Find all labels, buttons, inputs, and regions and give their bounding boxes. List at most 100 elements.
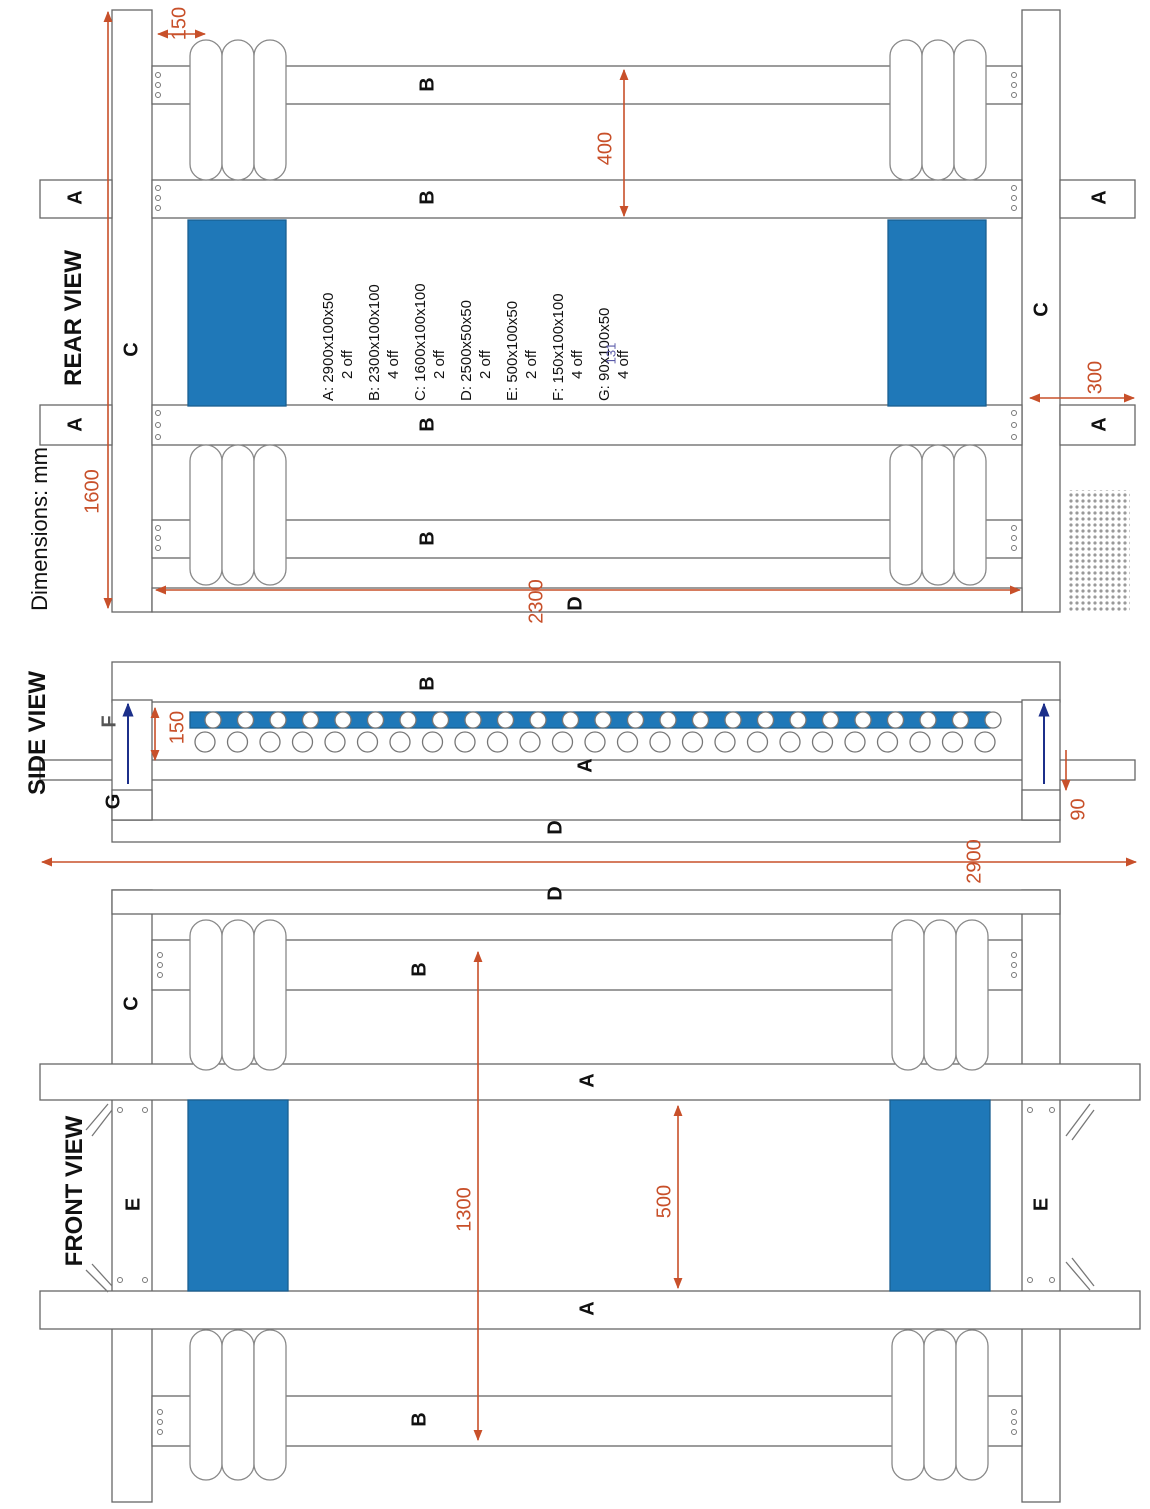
side-roller-lower	[226, 731, 249, 753]
front-view	[39, 889, 1141, 1503]
side-roller-lower	[714, 731, 736, 753]
part-name: D: 2500x50x50	[458, 300, 475, 401]
side-roller-lower	[259, 731, 281, 753]
side-roller-upper	[204, 711, 222, 729]
part-name: C: 1600x100x100	[412, 283, 429, 401]
front-braces	[85, 1103, 1095, 1293]
side-roller-upper	[334, 711, 352, 729]
rear-view-title: REAR VIEW	[60, 250, 87, 387]
side-roller-lower	[746, 731, 769, 753]
side-roller-lower	[616, 731, 639, 753]
front-beam-c-right	[1021, 889, 1061, 1503]
front-rollers	[189, 919, 989, 1481]
side-roller-upper	[951, 711, 970, 729]
rear-beam-b-3	[151, 404, 1023, 446]
dim-90: 90	[1067, 798, 1090, 821]
side-roller-lower	[486, 731, 509, 753]
side-roller-upper	[269, 711, 287, 729]
rear-rollers	[189, 39, 987, 586]
dim-1600: 1600	[81, 469, 104, 514]
side-roller-lower	[681, 731, 704, 753]
dim-2900: 2900	[963, 839, 986, 884]
rear-cushion-left	[187, 219, 287, 407]
front-label-a-2: A	[576, 1301, 599, 1316]
side-beam-a	[39, 759, 1136, 781]
front-label-d: D	[544, 886, 567, 901]
side-roller-lower	[194, 731, 216, 753]
part-name: B: 2300x100x100	[366, 284, 383, 401]
front-label-a-1: A	[576, 1073, 599, 1088]
rear-label-a-2: A	[64, 417, 87, 432]
part-quantity: 4 off	[569, 350, 586, 379]
side-roller-lower	[584, 731, 606, 753]
front-label-e-left: E	[122, 1197, 145, 1212]
side-block-g-right	[1021, 789, 1061, 821]
side-roller-upper	[691, 711, 710, 729]
side-roller-upper	[854, 711, 872, 729]
side-beam-d	[111, 819, 1061, 843]
side-roller-lower	[779, 731, 801, 753]
dim-2300: 2300	[525, 579, 548, 624]
dimensions-title: Dimensions: mm	[27, 447, 52, 611]
side-label-b: B	[416, 676, 439, 691]
front-beam-a-2	[39, 1290, 1141, 1330]
side-roller-lower	[454, 731, 476, 753]
side-roller-lower	[811, 731, 834, 753]
rear-label-d: D	[564, 596, 587, 611]
rear-label-b-3: B	[416, 417, 439, 432]
side-roller-upper	[301, 711, 320, 729]
handwritten-note: 131	[603, 342, 619, 365]
dim-1300: 1300	[453, 1187, 476, 1232]
rear-beam-b-1	[151, 65, 1023, 105]
side-roller-lower	[844, 731, 866, 753]
rear-bolt-holes	[155, 72, 1017, 551]
side-view	[39, 661, 1136, 843]
rear-beam-a-stub-4	[1059, 404, 1136, 446]
side-roller-upper	[789, 711, 807, 729]
front-beam-b-1	[151, 939, 1023, 991]
side-roller-upper	[756, 711, 775, 729]
side-label-a: A	[574, 758, 597, 773]
dim-150-top: 150	[168, 6, 191, 41]
perforated-plate	[1068, 490, 1130, 612]
rear-cushion-right	[887, 219, 987, 407]
side-roller-lower	[941, 731, 964, 753]
rear-beam-b-4	[151, 519, 1023, 559]
side-roller-lower	[291, 731, 314, 753]
side-roller-lower	[876, 731, 899, 753]
side-roller-upper	[886, 711, 905, 729]
rear-label-a-4: A	[1088, 417, 1111, 432]
part-quantity: 2 off	[339, 350, 356, 379]
front-cushion-right	[889, 1099, 991, 1292]
side-label-f: F	[98, 715, 121, 728]
side-roller-lower	[324, 731, 346, 753]
side-roller-upper	[919, 711, 937, 729]
side-roller-lower	[974, 731, 996, 753]
part-quantity: 2 off	[477, 350, 494, 379]
rear-beam-a-stub-3	[1059, 179, 1136, 219]
rear-label-a-1: A	[64, 190, 87, 205]
side-roller-upper	[529, 711, 547, 729]
front-label-b-1: B	[408, 962, 431, 977]
side-roller-upper	[626, 711, 645, 729]
side-roller-upper	[431, 711, 450, 729]
side-roller-upper	[821, 711, 840, 729]
side-view-title: SIDE VIEW	[24, 670, 51, 796]
side-label-g: G	[102, 793, 125, 810]
dim-500: 500	[653, 1184, 676, 1219]
rear-beam-b-2	[151, 179, 1023, 219]
side-roller-lower	[389, 731, 411, 753]
side-roller-upper	[984, 711, 1002, 729]
front-label-c: C	[120, 996, 143, 1011]
side-label-d: D	[544, 820, 567, 835]
part-name: E: 500x100x50	[504, 300, 521, 401]
front-beam-c-left	[111, 889, 153, 1503]
part-quantity: 2 off	[431, 350, 448, 379]
front-bolt-holes	[117, 952, 1055, 1435]
part-quantity: 4 off	[385, 350, 402, 379]
